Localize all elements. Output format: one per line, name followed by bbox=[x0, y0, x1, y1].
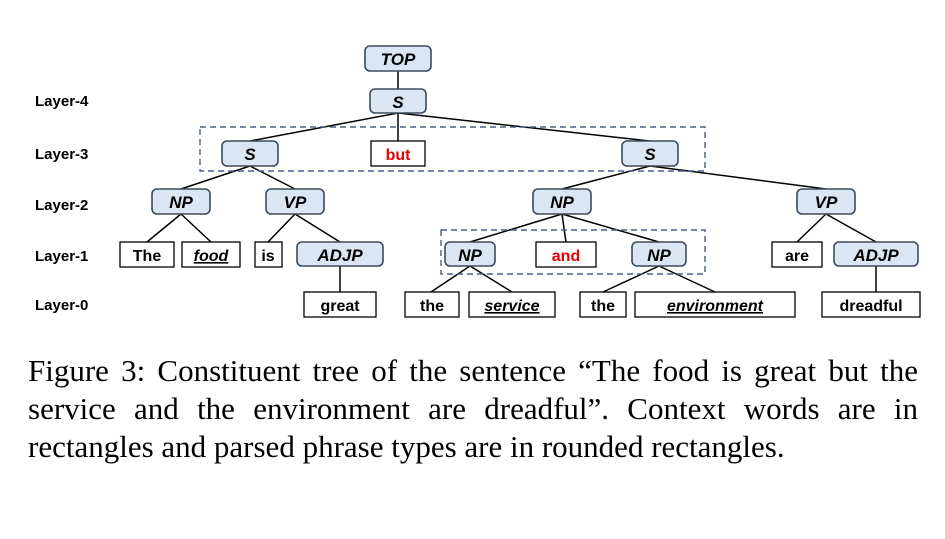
edge-vp-adjpr bbox=[825, 213, 877, 243]
phrase-node-adjp-right: ADJP bbox=[833, 241, 919, 267]
figure-caption: Figure 3: Constituent tree of the senten… bbox=[28, 353, 918, 464]
svg-text:S: S bbox=[644, 145, 656, 164]
layer-label-3: Layer-3 bbox=[35, 146, 88, 163]
edge-np-and bbox=[561, 213, 567, 243]
svg-text:dreadful: dreadful bbox=[839, 298, 902, 315]
word-node-the-3: the bbox=[579, 291, 627, 318]
svg-text:NP: NP bbox=[458, 246, 482, 265]
phrase-node-s-left: S bbox=[221, 140, 279, 167]
edge-np-food bbox=[180, 213, 212, 243]
phrase-node-np-mid: NP bbox=[532, 188, 592, 215]
word-node-but: but bbox=[370, 140, 426, 167]
svg-text:environment: environment bbox=[667, 298, 764, 315]
word-node-is: is bbox=[254, 241, 283, 268]
edge-np-npsub2 bbox=[561, 213, 660, 243]
word-node-the-1: The bbox=[119, 241, 175, 268]
svg-text:VP: VP bbox=[815, 193, 838, 212]
edge-np-npsub1 bbox=[469, 213, 563, 243]
layer-label-0: Layer-0 bbox=[35, 297, 88, 314]
edge-vp-are bbox=[796, 213, 827, 243]
svg-text:NP: NP bbox=[550, 193, 574, 212]
svg-text:are: are bbox=[785, 248, 809, 265]
word-node-the-2: the bbox=[404, 291, 460, 318]
svg-text:the: the bbox=[591, 298, 615, 315]
svg-text:is: is bbox=[261, 248, 274, 265]
svg-text:ADJP: ADJP bbox=[852, 246, 899, 265]
phrase-node-vp-right: VP bbox=[796, 188, 856, 215]
edge-sright-np bbox=[561, 165, 651, 190]
edge-npsub2-the bbox=[602, 265, 660, 293]
svg-text:The: The bbox=[133, 248, 162, 265]
word-node-service: service bbox=[468, 291, 556, 318]
layer-label-2: Layer-2 bbox=[35, 197, 88, 214]
coordination-group-np bbox=[440, 229, 706, 275]
svg-text:NP: NP bbox=[647, 246, 671, 265]
svg-text:service: service bbox=[484, 298, 539, 315]
phrase-node-s-root: S bbox=[369, 88, 427, 114]
svg-text:and: and bbox=[552, 248, 580, 265]
phrase-node-top: TOP bbox=[364, 45, 432, 72]
svg-text:TOP: TOP bbox=[381, 50, 416, 69]
phrase-node-np-sub2: NP bbox=[631, 241, 687, 267]
coordination-group-s bbox=[199, 126, 706, 172]
edge-vp-is bbox=[267, 213, 296, 243]
phrase-node-adjp-left: ADJP bbox=[296, 241, 384, 267]
edge-sright-vp bbox=[649, 165, 827, 190]
edge-npsub1-service bbox=[469, 265, 513, 293]
word-node-dreadful: dreadful bbox=[821, 291, 921, 318]
svg-text:but: but bbox=[386, 147, 412, 164]
phrase-node-np-sub1: NP bbox=[444, 241, 496, 267]
svg-text:VP: VP bbox=[284, 193, 307, 212]
edge-npsub1-the bbox=[430, 265, 471, 293]
word-node-and: and bbox=[535, 241, 597, 268]
tree-edges bbox=[146, 71, 877, 293]
svg-text:S: S bbox=[392, 93, 404, 112]
phrase-node-vp-left: VP bbox=[265, 188, 325, 215]
phrase-node-s-right: S bbox=[621, 140, 679, 167]
edge-sleft-vp bbox=[249, 165, 296, 190]
word-node-great: great bbox=[303, 291, 377, 318]
svg-text:S: S bbox=[244, 145, 256, 164]
edge-sleft-np bbox=[180, 165, 251, 190]
svg-text:food: food bbox=[194, 248, 230, 265]
constituent-tree: Layer-4 Layer-3 Layer-2 Layer-1 Layer-0 … bbox=[35, 45, 921, 318]
phrase-node-np-left: NP bbox=[151, 188, 211, 215]
word-node-environment: environment bbox=[634, 291, 796, 318]
edge-np-the bbox=[146, 213, 182, 243]
layer-label-4: Layer-4 bbox=[35, 93, 89, 110]
svg-text:great: great bbox=[320, 298, 360, 315]
word-node-are: are bbox=[771, 241, 823, 268]
word-node-food: food bbox=[181, 241, 241, 268]
edge-vp-adjp bbox=[294, 213, 341, 243]
svg-text:NP: NP bbox=[169, 193, 193, 212]
svg-text:ADJP: ADJP bbox=[316, 246, 363, 265]
edge-npsub2-environment bbox=[658, 265, 716, 293]
layer-label-1: Layer-1 bbox=[35, 248, 88, 265]
svg-text:the: the bbox=[420, 298, 444, 315]
